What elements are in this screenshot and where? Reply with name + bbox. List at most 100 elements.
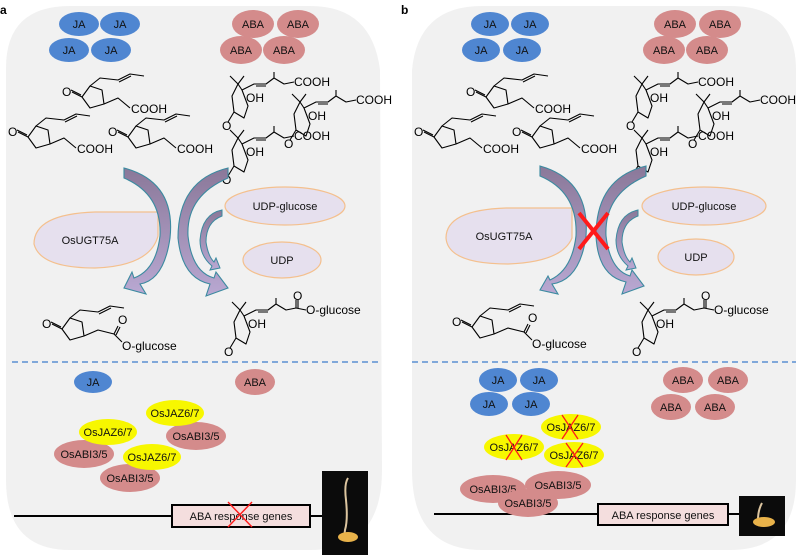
osabi-protein: OsABI3/5: [100, 464, 160, 492]
svg-text:OsJAZ6/7: OsJAZ6/7: [84, 427, 133, 439]
svg-text:OsABI3/5: OsABI3/5: [534, 480, 581, 492]
svg-text:ABA: ABA: [660, 402, 683, 414]
aba-molecule: O COOH OH: [222, 126, 330, 187]
ja-molecule: O COOH: [512, 113, 617, 156]
svg-text:COOH: COOH: [294, 129, 330, 143]
svg-text:O: O: [528, 311, 537, 325]
svg-text:OsUGT75A: OsUGT75A: [476, 231, 534, 243]
aba-molecule: O COOH OH: [222, 72, 330, 133]
svg-text:JA: JA: [533, 375, 547, 387]
svg-text:JA: JA: [475, 45, 489, 57]
svg-text:COOH: COOH: [131, 102, 167, 116]
svg-text:JA: JA: [114, 19, 128, 31]
svg-text:OsABI3/5: OsABI3/5: [60, 449, 107, 461]
svg-text:ABA: ABA: [696, 45, 719, 57]
gene-box: ABA response genes: [597, 503, 729, 526]
aba-token: ABA: [699, 10, 741, 38]
svg-text:OH: OH: [248, 317, 266, 331]
svg-text:JA: JA: [73, 19, 87, 31]
svg-text:OH: OH: [246, 145, 264, 159]
ja-token: JA: [91, 38, 131, 62]
svg-text:ABA: ABA: [709, 19, 732, 31]
svg-text:O: O: [414, 125, 423, 139]
ja-molecule: O COOH: [108, 113, 213, 156]
udp-glucose-arrow: [615, 209, 639, 271]
svg-text:O: O: [512, 125, 521, 139]
aba-token: ABA: [654, 10, 696, 38]
aba-token: ABA: [263, 36, 305, 64]
svg-text:UDP-glucose: UDP-glucose: [253, 201, 318, 213]
ja-glucose-product: O O O-glucose: [42, 305, 177, 353]
osabi-protein: OsABI3/5: [166, 422, 226, 450]
svg-text:JA: JA: [492, 375, 506, 387]
svg-text:O-glucose: O-glucose: [122, 339, 177, 353]
svg-text:OH: OH: [656, 317, 674, 331]
osjaz-protein-degraded: OsJAZ6/7: [541, 414, 601, 440]
svg-text:OsUGT75A: OsUGT75A: [62, 235, 120, 247]
ja-token: JA: [511, 12, 549, 36]
svg-text:O: O: [222, 173, 231, 187]
svg-text:JA: JA: [87, 377, 101, 389]
svg-text:O: O: [688, 137, 697, 151]
svg-text:O: O: [118, 313, 127, 327]
svg-text:O: O: [108, 125, 117, 139]
svg-text:COOH: COOH: [535, 102, 571, 116]
svg-text:ABA: ABA: [664, 19, 687, 31]
panel-a: JA JA JA JA ABA ABA ABA ABA O COOH O COO…: [8, 10, 392, 555]
aba-molecule: O COOH OH: [688, 90, 796, 151]
svg-text:ABA: ABA: [273, 45, 296, 57]
panel-letter-b: b: [401, 3, 408, 17]
aba-token: ABA: [232, 10, 274, 38]
svg-text:ABA: ABA: [704, 402, 727, 414]
ja-molecule: O COOH: [414, 113, 519, 156]
svg-text:JA: JA: [63, 45, 77, 57]
glycosylation-arrow-aba: [595, 165, 647, 295]
panel-letter-a: a: [0, 3, 7, 17]
svg-text:UDP-glucose: UDP-glucose: [672, 201, 737, 213]
svg-text:ABA: ABA: [672, 375, 695, 387]
ja-token: JA: [479, 368, 517, 392]
svg-text:OsJAZ6/7: OsJAZ6/7: [128, 452, 177, 464]
svg-text:O: O: [224, 345, 233, 359]
svg-text:O: O: [466, 85, 475, 99]
ja-token: JA: [74, 371, 112, 393]
svg-text:JA: JA: [484, 19, 498, 31]
ja-token: JA: [470, 392, 508, 416]
aba-token: ABA: [686, 36, 728, 64]
svg-text:OsABI3/5: OsABI3/5: [106, 473, 153, 485]
svg-text:OsJAZ6/7: OsJAZ6/7: [151, 408, 200, 420]
svg-text:UDP: UDP: [684, 252, 707, 264]
ja-token: JA: [462, 38, 500, 62]
ja-token: JA: [471, 12, 509, 36]
seedling-photo-short: [739, 496, 785, 536]
aba-token: ABA: [651, 394, 691, 420]
osjaz-protein: OsJAZ6/7: [79, 419, 137, 445]
ja-molecule: O COOH: [62, 73, 167, 116]
enzyme-blocked-cross: [577, 211, 610, 251]
osjaz-protein-degraded: OsJAZ6/7: [544, 442, 604, 468]
svg-text:UDP: UDP: [270, 255, 293, 267]
aba-token: ABA: [643, 36, 685, 64]
svg-text:COOH: COOH: [760, 93, 796, 107]
svg-text:JA: JA: [105, 45, 119, 57]
aba-token: ABA: [235, 369, 275, 395]
enzyme-osugt75a: OsUGT75A: [33, 211, 159, 269]
svg-text:COOH: COOH: [294, 75, 330, 89]
aba-token: ABA: [708, 367, 748, 393]
aba-token: ABA: [277, 10, 319, 38]
svg-text:ABA: ABA: [242, 19, 265, 31]
ja-molecule: O COOH: [466, 73, 571, 116]
glycosylation-arrow-aba: [177, 167, 229, 297]
svg-text:OH: OH: [650, 91, 668, 105]
osabi-protein: OsABI3/5: [54, 440, 114, 468]
svg-text:JA: JA: [525, 399, 539, 411]
svg-text:COOH: COOH: [483, 142, 519, 156]
svg-text:ABA: ABA: [230, 45, 253, 57]
gene-blocked-cross: [227, 501, 253, 528]
ja-token: JA: [520, 368, 558, 392]
svg-text:ABA: ABA: [287, 19, 310, 31]
svg-text:O: O: [284, 137, 293, 151]
cofactor-udp: UDP: [657, 238, 735, 276]
osabi-protein: OsABI3/5: [498, 489, 558, 517]
